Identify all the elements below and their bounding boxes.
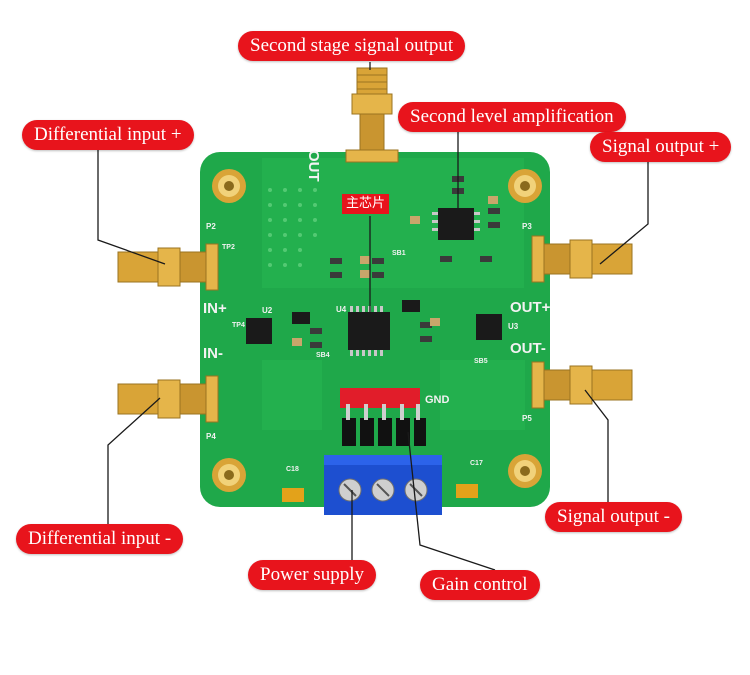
ceramic-capacitors [292,196,498,346]
silk-sb5: SB5 [474,358,488,365]
silk-in-minus: IN- [203,345,223,362]
silk-out-plus: OUT+ [510,299,551,316]
pcb-lower-plane-right [440,360,525,430]
sma-connector-out-minus [531,361,633,409]
silk-u3: U3 [508,322,519,331]
gain-control-header [340,388,426,446]
ic-u3 [476,314,502,340]
sma-connector-top [345,67,399,163]
silk-p2: P2 [206,222,216,231]
tantalum-capacitor-right [456,484,478,498]
silk-p5: P5 [522,414,532,423]
mounting-hole-top-right [508,169,542,203]
callout-second-stage-output: Second stage signal output [238,31,466,61]
silk-p4: P4 [206,432,216,441]
silk-gnd: GND [425,394,450,406]
mounting-hole-top-left [212,169,246,203]
silk-out-minus: OUT- [510,340,546,357]
callout-main-chip: 主芯片 [342,194,390,214]
leader-lines [97,62,649,571]
mounting-hole-bottom-left [212,458,246,492]
callout-signal-output-minus: Signal output - [545,502,682,532]
tantalum-capacitor-left [282,488,304,502]
second-amp-ic [432,208,480,240]
callout-differential-input-plus: Differential input + [22,120,194,150]
silk-sb1: SB1 [392,250,406,257]
power-terminal-block [324,455,442,515]
sma-connector-out-plus [531,235,633,283]
callout-signal-output-plus: Signal output + [590,132,732,162]
callout-gain-control: Gain control [420,570,540,600]
pcb-inner-plane [262,158,524,288]
silk-in-plus: IN+ [203,300,227,317]
silk-p3: P3 [522,222,532,231]
ic-small-2 [292,312,310,324]
main-chip-ic [348,306,390,356]
silk-c18: C18 [286,466,299,473]
silk-u2: U2 [262,306,273,315]
mounting-hole-bottom-right [508,454,542,488]
silk-u4: U4 [336,305,347,314]
pcb-lower-plane [262,360,322,430]
silk-sb4: SB4 [316,352,330,359]
callout-second-level-amplification: Second level amplification [398,102,626,132]
silk-tp4: TP4 [232,322,245,329]
silk-tp2: TP2 [222,244,235,251]
ic-u2 [246,318,272,344]
callout-differential-input-minus: Differential input - [16,524,184,554]
ic-small-1 [402,300,420,312]
silk-c17: C17 [470,460,483,467]
via-grid [268,188,317,267]
silk-out: OUT [305,150,322,182]
sma-connector-in-plus [117,243,219,291]
callout-power-supply: Power supply [248,560,376,590]
